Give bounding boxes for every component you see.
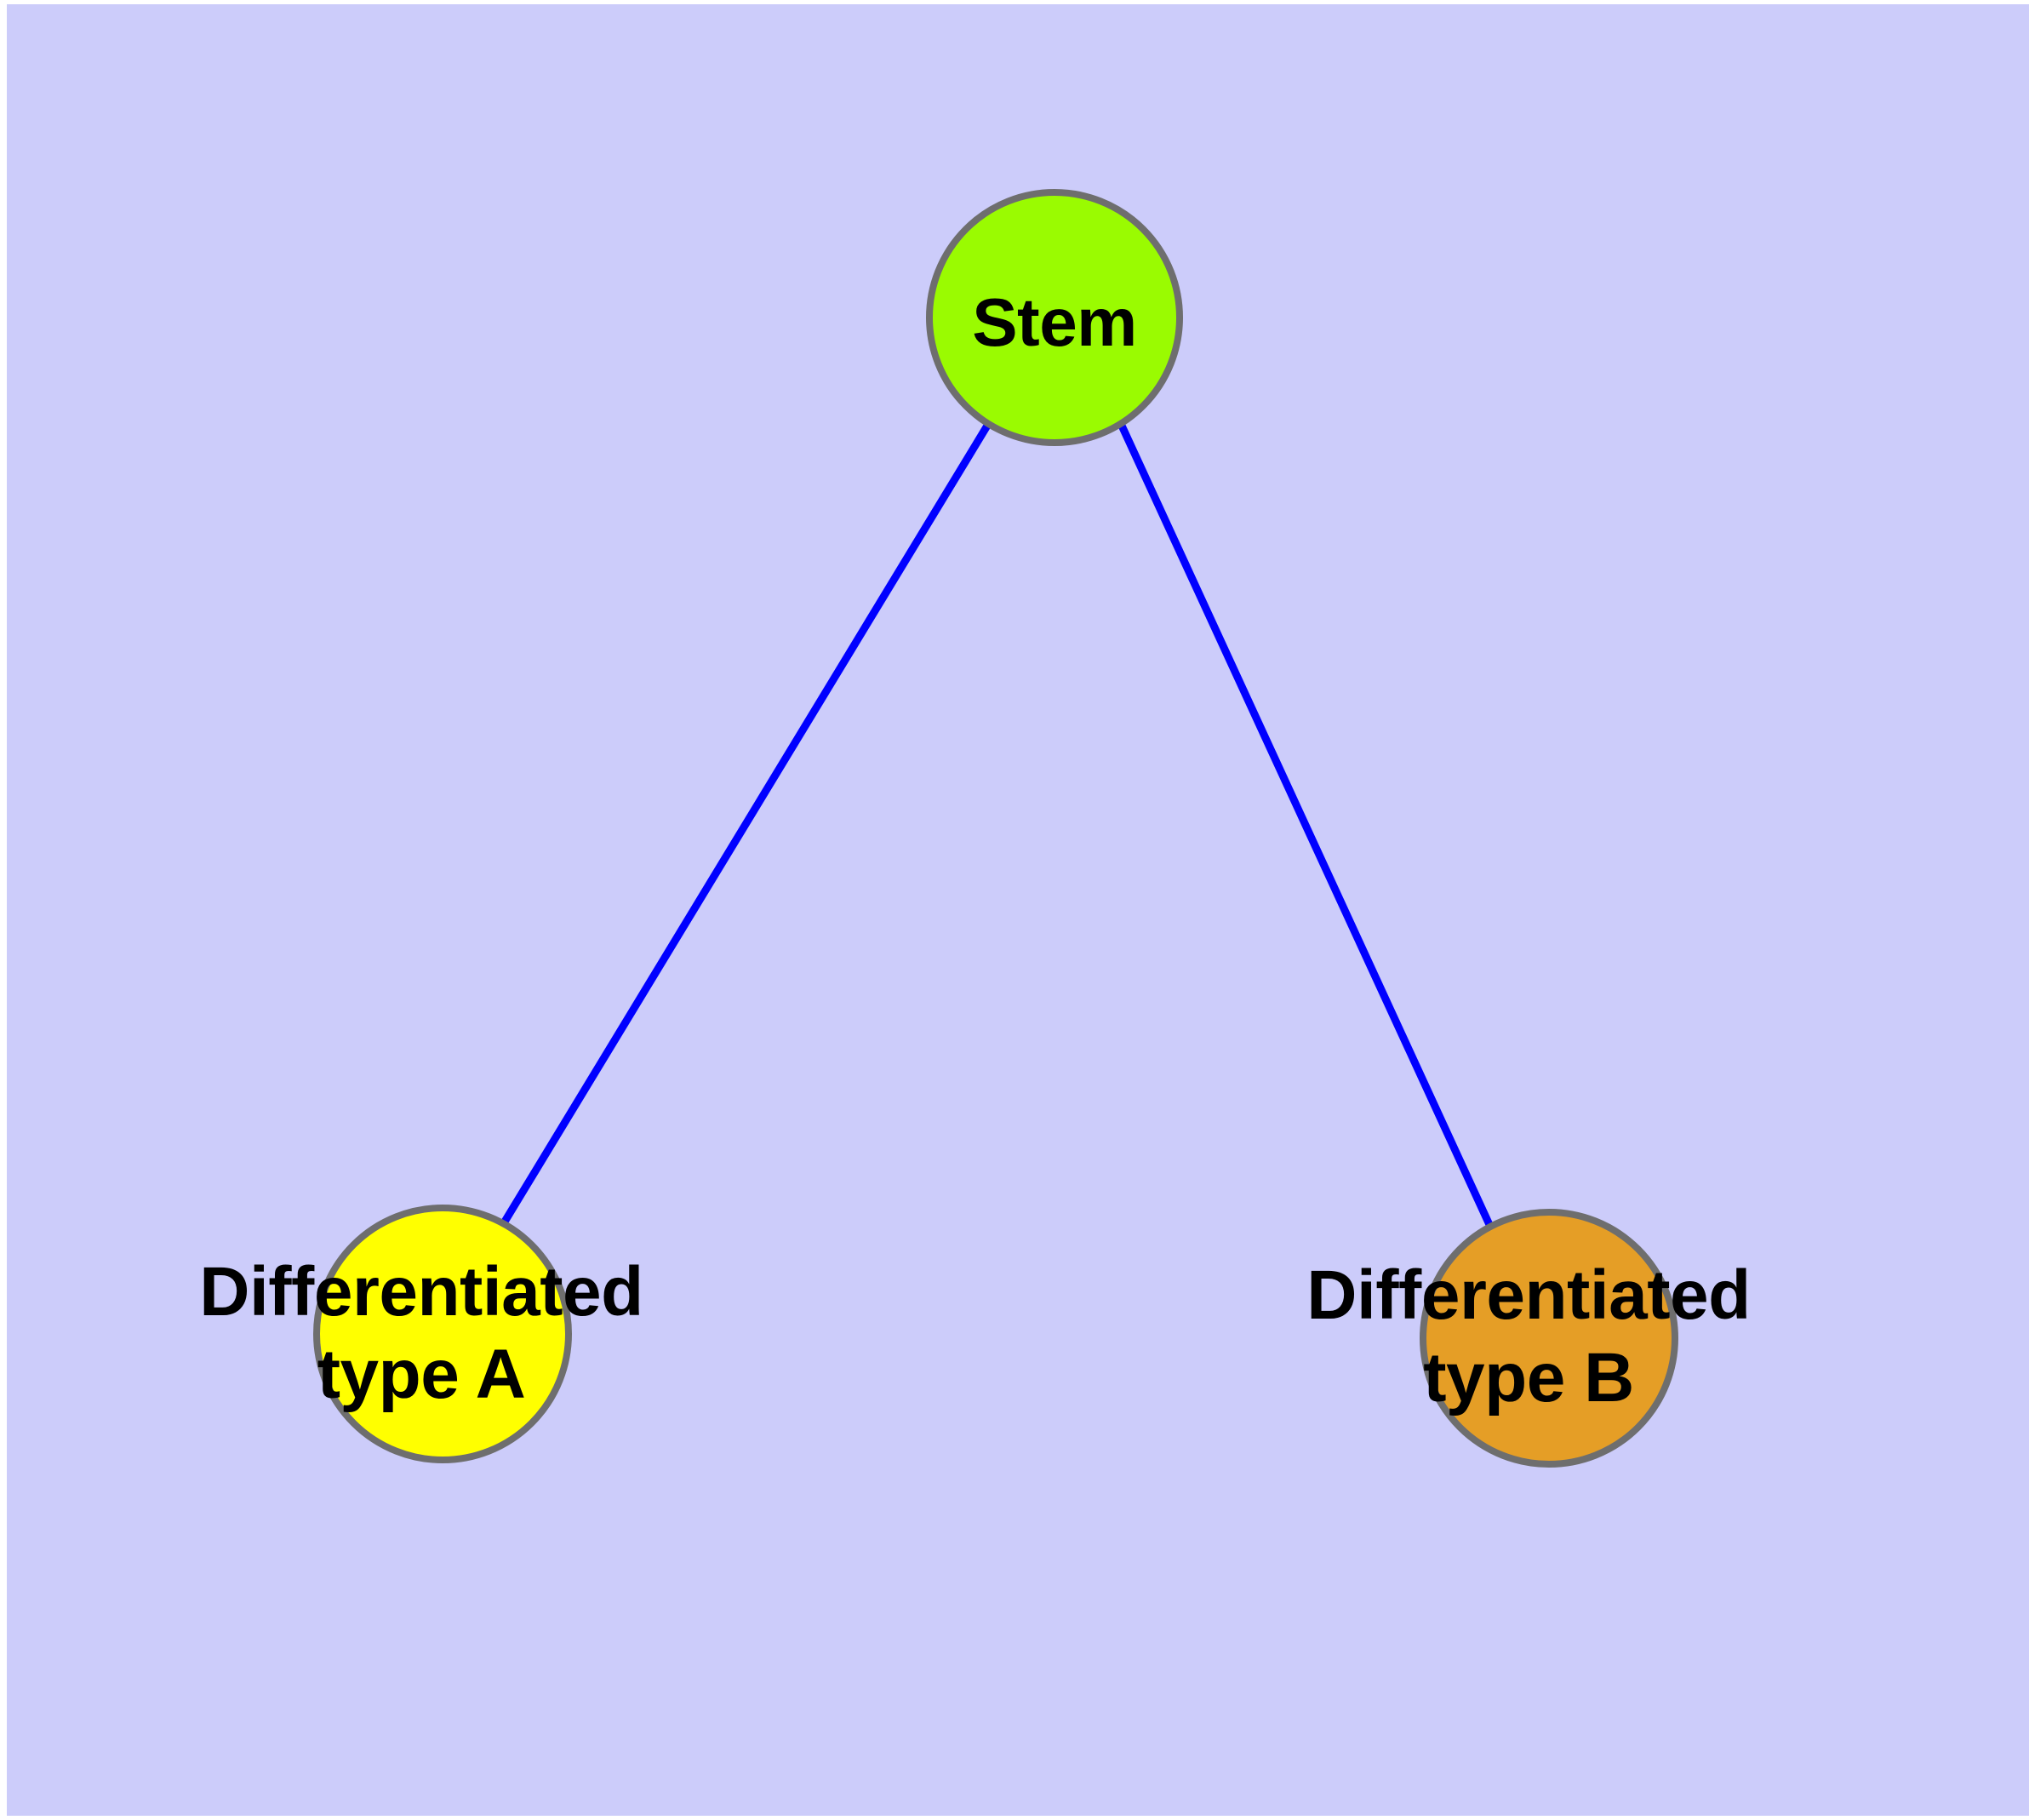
node-stem[interactable] [926,189,1183,446]
edges-group [499,423,1495,1230]
node-differentiated-type-a[interactable] [313,1205,572,1463]
node-differentiated-type-b[interactable] [1420,1209,1678,1468]
edge-stem-to-differentiated-type-a[interactable] [499,423,991,1228]
nodes-group [313,189,1678,1468]
edge-stem-to-differentiated-type-b[interactable] [1117,424,1495,1230]
